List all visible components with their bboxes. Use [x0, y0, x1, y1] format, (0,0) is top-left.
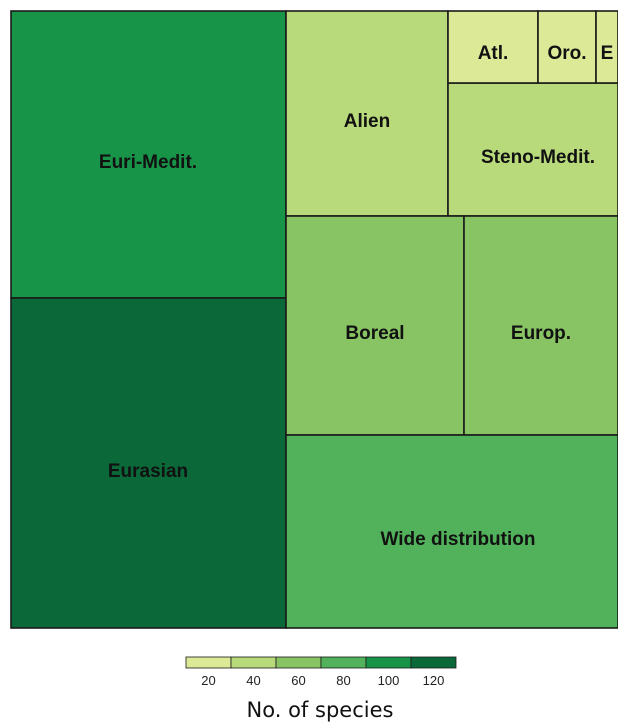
tile-euri-medit: [10, 10, 287, 299]
tile-label-wide-distribution: Wide distribution: [381, 529, 536, 550]
tile-boreal: [285, 215, 465, 436]
tile-e: [595, 10, 618, 84]
tile-wide-distribution: [285, 434, 618, 629]
colorbar-tick-label: 80: [336, 673, 350, 688]
colorbar-segment: [320, 656, 367, 669]
colorbar-tick-label: 40: [246, 673, 260, 688]
tile-label-eurasian: Eurasian: [108, 461, 188, 482]
tile-atl: [447, 10, 539, 84]
colorbar-tick-label: 120: [423, 673, 445, 688]
tile-alien: [285, 10, 449, 217]
tile-label-alien: Alien: [344, 111, 390, 132]
colorbar-segment: [365, 656, 412, 669]
colorbar-segment: [275, 656, 322, 669]
colorbar-title: No. of species: [247, 698, 394, 722]
colorbar-segment: [410, 656, 457, 669]
colorbar: [185, 656, 457, 669]
tile-eurasian: [10, 297, 287, 629]
tile-label-atl: Atl.: [478, 43, 509, 64]
tile-steno-medit: [447, 82, 618, 217]
tile-label-boreal: Boreal: [345, 323, 404, 344]
colorbar-tick-label: 60: [291, 673, 305, 688]
colorbar-segment: [230, 656, 277, 669]
colorbar-tick-labels: 20 40 60 80 100 120: [201, 673, 444, 688]
colorbar-tick-label: 100: [378, 673, 400, 688]
treemap-tiles: [10, 10, 618, 629]
colorbar-segment: [185, 656, 232, 669]
tile-label-e: E: [601, 43, 614, 64]
tile-label-oro: Oro.: [547, 43, 586, 64]
tile-label-europ: Europ.: [511, 323, 571, 344]
colorbar-tick-label: 20: [201, 673, 215, 688]
tile-label-steno-medit: Steno-Medit.: [481, 147, 595, 168]
tile-label-euri-medit: Euri-Medit.: [99, 152, 197, 173]
